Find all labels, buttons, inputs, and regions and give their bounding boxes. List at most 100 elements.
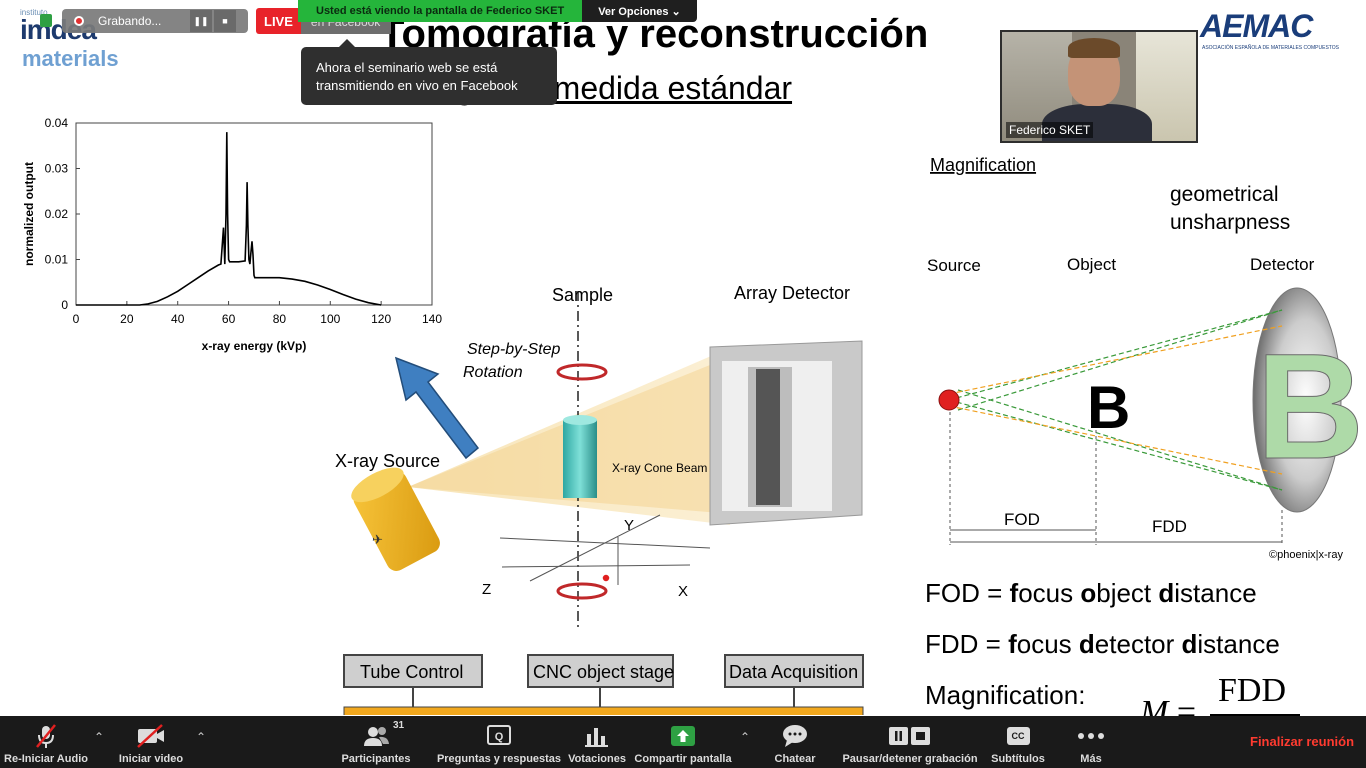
speaker-hair bbox=[1068, 38, 1120, 58]
restart-audio-label: Re-Iniciar Audio bbox=[4, 753, 88, 765]
pause-stop-icon bbox=[887, 722, 933, 750]
svg-text:✈: ✈ bbox=[372, 532, 383, 547]
label-rotation: Step-by-Step Rotation bbox=[463, 341, 565, 381]
fdd-definition: FDD = focus detector distance bbox=[925, 629, 1280, 660]
more-button[interactable]: Más bbox=[1070, 716, 1112, 768]
label-xray-source: X-ray Source bbox=[335, 451, 440, 471]
label-data-acquisition: Data Acquisition bbox=[729, 662, 858, 682]
meeting-toolbar: Re-Iniciar Audio ⌃ Iniciar video ⌃ Parti… bbox=[0, 716, 1366, 768]
start-video-label: Iniciar video bbox=[118, 753, 184, 765]
live-label: LIVE bbox=[256, 8, 301, 34]
pause-recording-button[interactable]: ❚❚ bbox=[190, 10, 212, 32]
recording-indicator: Grabando... ❚❚ ■ bbox=[62, 9, 248, 33]
start-video-button[interactable]: Iniciar video bbox=[118, 716, 184, 768]
label-sample: Sample bbox=[552, 285, 613, 305]
label-tube-control: Tube Control bbox=[360, 662, 463, 682]
pause-stop-recording-label: Pausar/detener grabación bbox=[842, 753, 978, 765]
y-tick-label: 0.02 bbox=[45, 207, 69, 221]
fod-part: bject bbox=[1096, 578, 1159, 608]
x-tick-label: 100 bbox=[320, 312, 340, 326]
lock-icon bbox=[40, 14, 52, 27]
label-axis-z: Z bbox=[482, 581, 491, 598]
x-tick-label: 20 bbox=[120, 312, 134, 326]
speaker-name: Federico SKET bbox=[1006, 122, 1094, 138]
qa-button[interactable]: Q Preguntas y respuestas bbox=[437, 716, 561, 768]
aemac-subtitle: ASOCIACIÓN ESPAÑOLA DE MATERIALES COMPUE… bbox=[1202, 45, 1339, 51]
restart-audio-button[interactable]: Re-Iniciar Audio bbox=[4, 716, 88, 768]
y-tick-label: 0.04 bbox=[45, 116, 69, 130]
live-tooltip: Ahora el seminario web se está transmiti… bbox=[301, 39, 557, 105]
audio-options-caret-icon[interactable]: ⌃ bbox=[94, 730, 105, 744]
participants-button[interactable]: Participantes bbox=[340, 716, 412, 768]
share-screen-button[interactable]: Compartir pantalla bbox=[633, 716, 733, 768]
polls-label: Votaciones bbox=[568, 753, 626, 765]
participants-label: Participantes bbox=[341, 753, 411, 765]
label-axis-x: X bbox=[678, 583, 688, 600]
share-screen-icon bbox=[666, 722, 700, 750]
stop-recording-button[interactable]: ■ bbox=[214, 10, 236, 32]
fdd-part: FDD = bbox=[925, 629, 1009, 659]
object-b-icon: B bbox=[1087, 374, 1130, 441]
x-tick-label: 80 bbox=[273, 312, 287, 326]
mag-numerator: FDD bbox=[1218, 672, 1287, 709]
view-options-button[interactable]: Ver Opciones ⌄ bbox=[582, 0, 697, 22]
fdd-part: istance bbox=[1197, 629, 1280, 659]
share-screen-label: Compartir pantalla bbox=[634, 753, 732, 765]
fdd-part: ocus bbox=[1016, 629, 1079, 659]
label-object: Object bbox=[1067, 255, 1116, 274]
x-tick-label: 140 bbox=[422, 312, 442, 326]
y-axis-label: normalized output bbox=[22, 162, 36, 266]
geometrical-unsharpness: geometrical unsharpness bbox=[1170, 183, 1290, 234]
fraction-line bbox=[1210, 714, 1300, 716]
more-label: Más bbox=[1080, 753, 1102, 765]
chat-button[interactable]: Chatear bbox=[770, 716, 820, 768]
label-cone-beam: X-ray Cone Beam bbox=[612, 461, 707, 475]
fod-part: d bbox=[1158, 578, 1175, 608]
pause-stop-recording-button[interactable]: Pausar/detener grabación bbox=[842, 716, 978, 768]
mag-symbol: M = bbox=[1140, 694, 1196, 716]
participants-icon bbox=[359, 722, 393, 750]
polls-icon bbox=[580, 722, 614, 750]
x-tick-label: 120 bbox=[371, 312, 391, 326]
magnification-diagram: Magnification geometrical unsharpness So… bbox=[927, 155, 1360, 561]
fod-part: o bbox=[1080, 578, 1097, 608]
fod-definition: FOD = focus object distance bbox=[925, 578, 1257, 609]
fod-part: f bbox=[1009, 578, 1019, 608]
recording-label: Grabando... bbox=[98, 14, 162, 28]
label-cnc-stage: CNC object stage bbox=[533, 662, 674, 682]
spectrum-series-line bbox=[76, 132, 382, 306]
mag-eq: = bbox=[1176, 694, 1197, 716]
chat-label: Chatear bbox=[774, 753, 816, 765]
chat-icon bbox=[778, 722, 812, 750]
fdd-part: etector bbox=[1094, 629, 1182, 659]
fdd-part: d bbox=[1181, 629, 1198, 659]
qa-icon: Q bbox=[482, 722, 516, 750]
video-off-icon bbox=[134, 722, 168, 750]
speaker-video-tile[interactable]: Federico SKET bbox=[1000, 30, 1198, 143]
screen-share-banner: Usted está viendo la pantalla de Federic… bbox=[298, 0, 697, 22]
logo-line-3: materials bbox=[22, 46, 119, 71]
end-meeting-button[interactable]: Finalizar reunión bbox=[1250, 734, 1355, 749]
y-tick-label: 0 bbox=[61, 298, 68, 312]
sample-cylinder bbox=[563, 420, 597, 498]
y-tick-label: 0.01 bbox=[45, 253, 69, 267]
xray-tube bbox=[351, 467, 440, 571]
qa-label: Preguntas y respuestas bbox=[436, 753, 562, 765]
captions-icon: CC bbox=[1001, 722, 1035, 750]
fdd-part: d bbox=[1078, 629, 1095, 659]
share-options-caret-icon[interactable]: ⌃ bbox=[740, 730, 751, 744]
label-axis-y: Y bbox=[624, 517, 634, 534]
more-dots-icon bbox=[1074, 722, 1108, 750]
captions-button[interactable]: CC Subtítulos bbox=[988, 716, 1048, 768]
svg-text:Q: Q bbox=[495, 731, 504, 743]
aemac-brand: AEMAC bbox=[1200, 8, 1313, 44]
detector-disc bbox=[1252, 287, 1342, 513]
participants-count: 31 bbox=[393, 720, 405, 731]
video-options-caret-icon[interactable]: ⌃ bbox=[196, 730, 207, 744]
label-source: Source bbox=[927, 256, 981, 275]
fdd-part: f bbox=[1008, 629, 1017, 659]
label-detector: Detector bbox=[1250, 255, 1315, 274]
svg-text:B: B bbox=[1256, 322, 1360, 490]
ct-scanner-diagram: ✈ Sample Array Detector Step-by-Step Rot… bbox=[335, 283, 864, 715]
polls-button[interactable]: Votaciones bbox=[567, 716, 627, 768]
